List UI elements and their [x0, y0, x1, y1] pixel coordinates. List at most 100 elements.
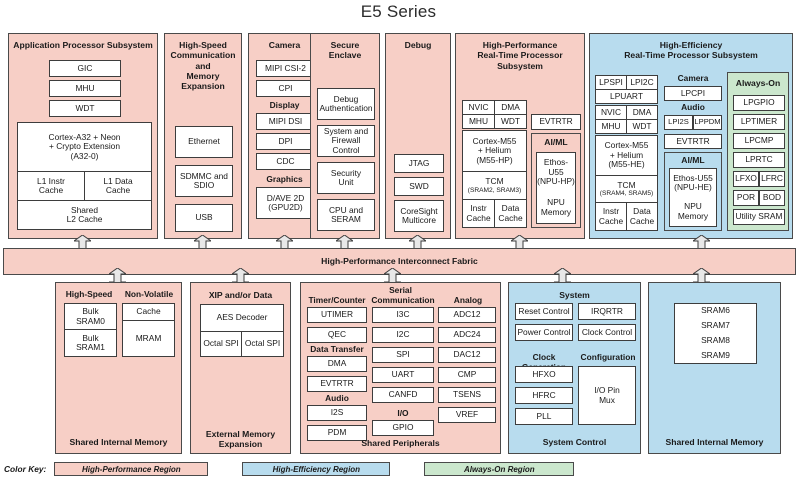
group-label-system: System [559, 290, 590, 300]
panel-title-line-3: Memory Expansion [181, 70, 225, 92]
core-line-1: Cortex-A32 + Neon [48, 131, 121, 142]
block-mhu: MHU [595, 119, 627, 134]
group-label-audio: Audio [681, 102, 705, 112]
block-lptimer: LPTIMER [733, 114, 785, 130]
panel-title: Debug [404, 40, 432, 50]
panel-title-line-1: High-Efficiency [659, 40, 723, 50]
block-usb: USB [175, 204, 233, 232]
block-aes-decoder: AES Decoder [200, 304, 284, 332]
block-qec: QEC [307, 327, 367, 343]
block-adc12: ADC12 [438, 307, 496, 323]
block-dma: DMA [494, 100, 527, 115]
group-label-always-on: Always-On [735, 78, 781, 88]
block-tsens: TSENS [438, 387, 496, 403]
panel-external-memory-expansion: XIP and/or Data AES Decoder Octal SPI Oc… [190, 282, 291, 454]
block-nvic: NVIC [595, 105, 627, 120]
block-i3c: I3C [372, 307, 434, 323]
tcm-sram-label: (SRAM2, SRAM3) [467, 186, 522, 194]
block-wdt: WDT [494, 114, 527, 129]
block-hfrc: HFRC [515, 387, 573, 404]
block-irqrtr: IRQRTR [578, 303, 636, 320]
group-label-timer-counter: Timer/Counter [308, 295, 366, 305]
color-key-chip-high-performance: High-Performance Region [54, 462, 209, 476]
panel-title-line-2: Enclave [328, 50, 362, 61]
block-lpcpi: LPCPI [664, 86, 722, 101]
block-utimer: UTIMER [307, 307, 367, 323]
block-cortex-m55-he: Cortex-M55 + Helium (M55-HE) [595, 135, 658, 176]
panel-footer-line-1: External Memory [205, 429, 276, 439]
block-lpi2c: LPI2C [626, 75, 658, 90]
panel-title: Application Processor Subsystem [13, 40, 153, 50]
color-key-label: Color Key: [4, 464, 47, 474]
block-evtrtr: EVTRTR [664, 134, 722, 149]
core-line-2: + Crypto Extension [49, 141, 120, 152]
block-evtrtr: EVTRTR [531, 114, 581, 130]
block-lpi2s: LPI2S [664, 115, 693, 130]
block-cpi: CPI [256, 80, 315, 97]
block-dma: DMA [307, 356, 367, 372]
block-por: POR [733, 190, 759, 206]
group-always-on: Always-On LPGPIO LPTIMER LPCMP LPRTC LFX… [727, 72, 789, 231]
block-gpio: GPIO [372, 420, 434, 436]
block-lpgpio: LPGPIO [733, 95, 785, 111]
block-wdt: WDT [626, 119, 658, 134]
panel-high-performance-realtime-subsystem: High-Performance Real-Time Processor Sub… [455, 33, 585, 239]
panel-title-line-2: Real-Time Processor Subsystem [624, 50, 758, 61]
block-sram7: SRAM7 [674, 318, 757, 334]
panel-footer: System Control [542, 437, 607, 447]
panel-title: XIP and/or Data [208, 290, 273, 300]
block-sram6: SRAM6 [674, 303, 757, 319]
block-sram9: SRAM9 [674, 348, 757, 364]
block-lfxo: LFXO [733, 171, 759, 187]
block-clock-control: Clock Control [578, 324, 636, 341]
group-label-io: I/O [397, 408, 409, 418]
panel-footer: Shared Internal Memory [665, 437, 764, 447]
panel-high-speed-communication: High-Speed Communication and Memory Expa… [164, 33, 242, 239]
group-label-graphics: Graphics [266, 174, 303, 184]
block-mipi-dsi: MIPI DSI [256, 113, 315, 130]
panel-footer-line-2: Expansion [218, 439, 263, 449]
block-octal-spi-2: Octal SPI [241, 332, 284, 357]
block-canfd: CANFD [372, 387, 434, 403]
block-cache: Cache [122, 303, 175, 321]
tcm-sram-label: (SRAM4, SRAM5) [599, 190, 654, 198]
panel-footer: Shared Peripherals [361, 438, 440, 448]
block-evtrtr: EVTRTR [307, 376, 367, 392]
panel-title-line-2: Communication and [170, 50, 236, 71]
panel-title-line-1: Secure [330, 40, 360, 50]
group-label-aiml: AI/ML [681, 155, 705, 165]
group-label-high-speed: High-Speed [65, 289, 113, 299]
page-title: E5 Series [360, 2, 437, 21]
block-cdc: CDC [256, 153, 315, 170]
panel-high-efficiency-realtime-subsystem: High-Efficiency Real-Time Processor Subs… [589, 33, 793, 239]
block-dac12: DAC12 [438, 347, 496, 363]
group-label-communication: Communication [371, 295, 435, 305]
group-label-configuration: Configuration [580, 352, 636, 362]
block-sram8: SRAM8 [674, 333, 757, 349]
block-dave-2d-gpu2d: D/AVE 2D(GPU2D) [256, 187, 315, 219]
group-label-audio: Audio [325, 393, 349, 403]
group-label-non-volatile: Non-Volatile [124, 289, 174, 299]
block-adc24: ADC24 [438, 327, 496, 343]
panel-application-processor-subsystem: Application Processor Subsystem GIC MHU … [8, 33, 158, 239]
block-vref: VREF [438, 407, 496, 423]
group-label-data-transfer: Data Transfer [310, 344, 364, 354]
group-label-serial: Serial [389, 285, 412, 295]
